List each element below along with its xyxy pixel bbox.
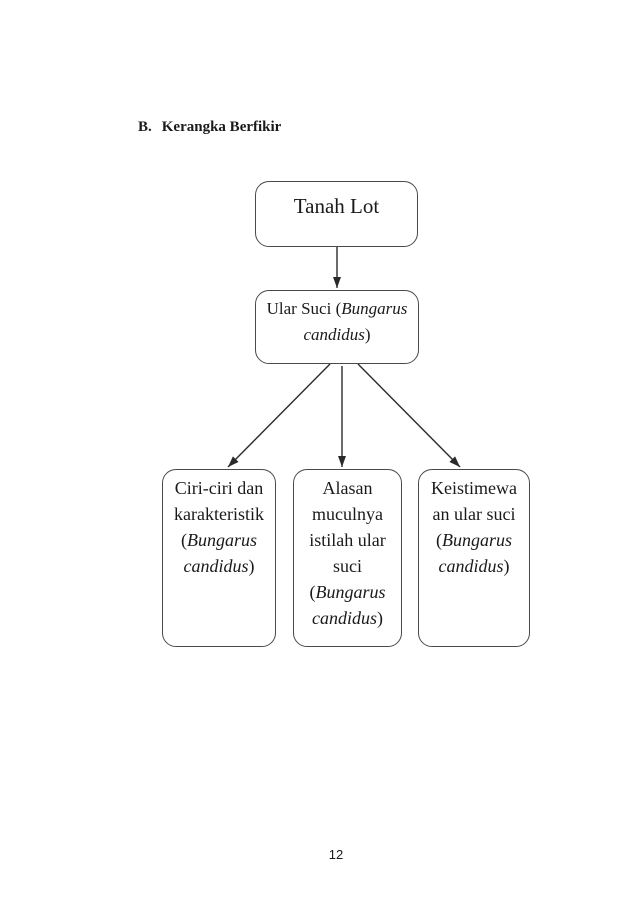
section-title: Kerangka Berfikir [161,119,282,135]
text-segment: ( [435,530,442,550]
text-segment: Ular Suci ( [266,299,342,318]
text-segment: suci [333,556,362,576]
section-number: B. [138,119,152,135]
node-text-line: (Bungarus [163,527,275,553]
text-segment: ( [180,530,187,550]
node-text-line: istilah ular [294,527,401,553]
node-text-line: (Bungarus [294,579,401,605]
text-segment: Tanah Lot [293,194,380,218]
node-text-line: Alasan [294,475,401,501]
node-text-line: karakteristik [163,501,275,527]
node-text-line: Ciri-ciri dan [163,475,275,501]
text-segment: Keistimewa [431,478,517,498]
species-name-italic: Bungarus [441,530,512,550]
arrow-ularsuci-to-ciriciri [227,363,331,468]
text-segment: ( [309,582,316,602]
node-text-line: Keistimewa [419,475,529,501]
species-name-italic: candidus [303,325,365,344]
text-segment: istilah ular [309,530,386,550]
species-name-italic: candidus [312,608,377,628]
text-segment: muculnya [312,504,383,524]
node-text-line: (Bungarus [419,527,529,553]
text-segment: Alasan [322,478,373,498]
node-tanah-lot: Tanah Lot [255,181,418,247]
text-segment: ) [503,556,510,576]
node-text-line: candidus) [163,553,275,579]
node-text-line: an ular suci [419,501,529,527]
text-segment: karakteristik [174,504,264,524]
node-text-line: Tanah Lot [256,192,417,220]
text-segment: ) [248,556,255,576]
species-name-italic: Bungarus [341,299,408,318]
text-segment: an ular suci [432,504,516,524]
page-number: 12 [328,847,344,862]
species-name-italic: candidus [438,556,504,576]
node-text-line: Ular Suci (Bungarus [256,296,418,322]
text-segment: ) [377,608,383,628]
species-name-italic: Bungarus [315,582,386,602]
node-text-line: candidus) [294,605,401,631]
node-text-line: candidus) [419,553,529,579]
node-text-line: candidus) [256,322,418,348]
species-name-italic: Bungarus [186,530,257,550]
node-text-line: suci [294,553,401,579]
node-text-line: muculnya [294,501,401,527]
arrow-ularsuci-to-keistimewaan [357,363,461,468]
text-segment: Ciri-ciri dan [174,478,264,498]
section-heading: B. Kerangka Berfikir [138,119,281,136]
text-segment: ) [364,325,371,344]
species-name-italic: candidus [183,556,249,576]
